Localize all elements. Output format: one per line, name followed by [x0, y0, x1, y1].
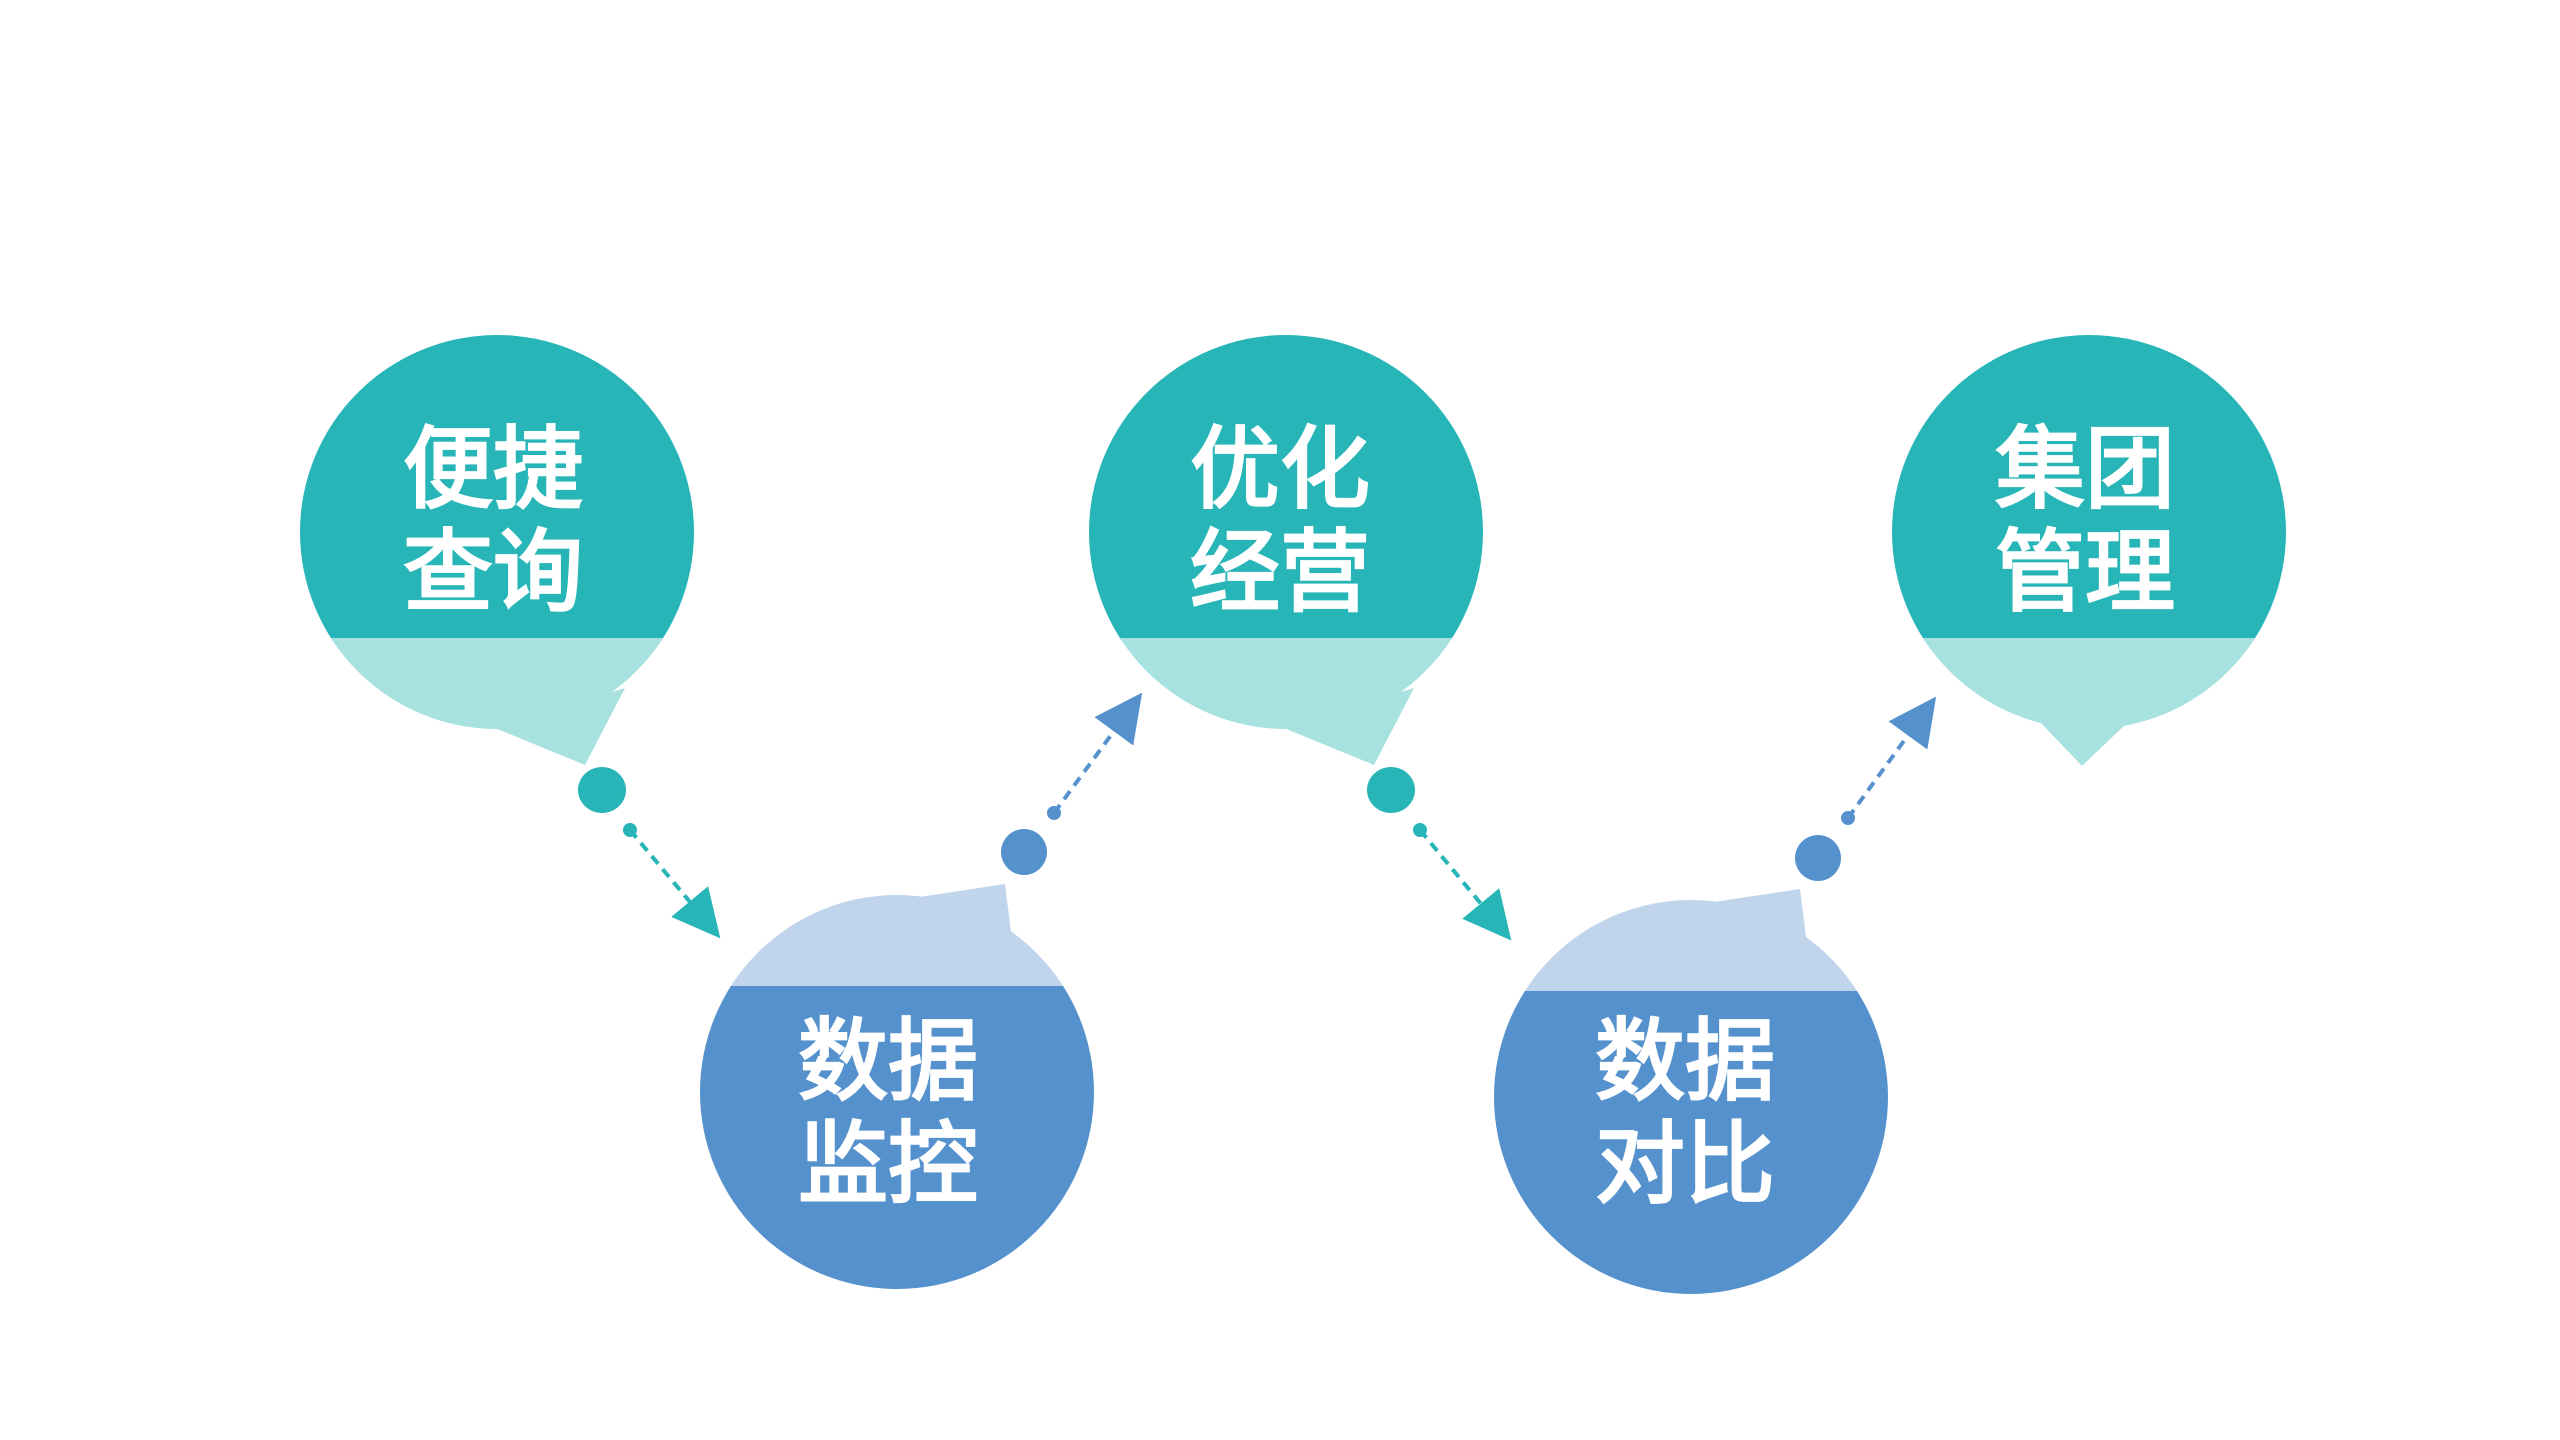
- node-label-line1: 集团: [1994, 417, 2175, 522]
- bubble-top: [700, 895, 1094, 988]
- bubble-top: [300, 335, 694, 640]
- node-label-line1: 便捷: [403, 417, 583, 522]
- node-label-line2: 管理: [1995, 520, 2175, 625]
- connector-arrow: [1418, 828, 1512, 941]
- node-label-line1: 数据: [1595, 1009, 1775, 1114]
- bubble-bottom: [700, 986, 1094, 1289]
- bubble-top: [1494, 900, 1888, 993]
- connector-arrow: [1846, 696, 1937, 820]
- node-label-line1: 数据: [798, 1009, 978, 1114]
- connector-4-5: [1795, 696, 1937, 881]
- bubble-tail: [2040, 722, 2128, 766]
- connector-arrow: [628, 828, 721, 939]
- connector-dot: [1001, 829, 1047, 875]
- connector-3-4: [1367, 767, 1512, 941]
- node-label-line2: 经营: [1190, 520, 1370, 625]
- connector-dot: [1367, 767, 1415, 813]
- bubble-top: [1089, 335, 1483, 640]
- bubble-bottom: [1089, 638, 1483, 729]
- node-data-monitor: 数据 监控: [700, 884, 1094, 1289]
- connector-dot: [578, 767, 626, 813]
- node-label-line2: 监控: [798, 1112, 978, 1217]
- bubble-bottom: [300, 638, 694, 729]
- node-data-compare: 数据 对比: [1494, 889, 1888, 1294]
- node-quick-query: 便捷 查询: [300, 335, 694, 765]
- bubble-tail: [1284, 688, 1414, 765]
- node-group-management: 集团 管理: [1892, 335, 2286, 766]
- connector-2-3: [1001, 692, 1143, 875]
- connector-1-2: [578, 767, 721, 939]
- node-label-line1: 优化: [1190, 417, 1370, 522]
- bubble-top: [1892, 335, 2286, 640]
- bubble-bottom: [1494, 991, 1888, 1294]
- bubble-tail: [495, 688, 625, 765]
- connector-arrow: [1052, 692, 1143, 815]
- connector-dot: [1795, 835, 1841, 881]
- node-label-line2: 对比: [1595, 1112, 1775, 1217]
- bubble-bottom: [1892, 638, 2286, 729]
- node-label-line2: 查询: [403, 520, 583, 625]
- node-optimize-operation: 优化 经营: [1089, 335, 1483, 765]
